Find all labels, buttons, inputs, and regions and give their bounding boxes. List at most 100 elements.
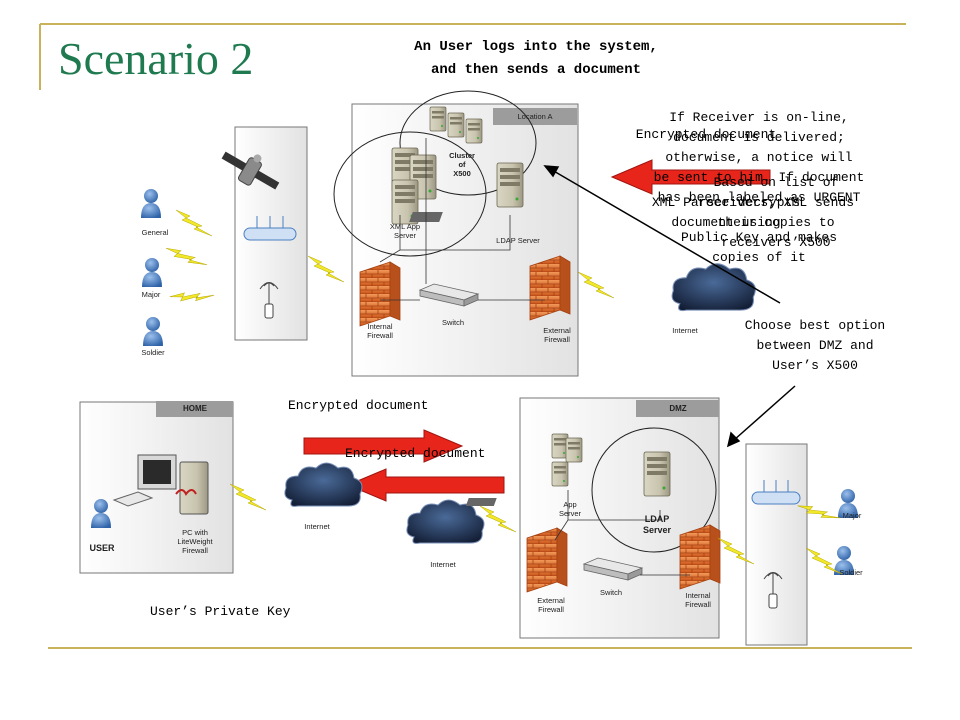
- dmz-external-firewall-icon: [526, 527, 568, 593]
- user-major-icon: [142, 258, 162, 287]
- encrypted-document-overlay: Encrypted document: [635, 127, 777, 142]
- dmz-ldap-server-label: LDAP Server: [632, 514, 682, 536]
- encrypted-document-label: Encrypted document: [345, 446, 486, 461]
- note-line: receivers, XML sends: [697, 195, 855, 210]
- user-soldier-icon: [143, 317, 163, 346]
- label-line: Server: [642, 525, 672, 535]
- note-line: document is delivered;: [673, 130, 845, 145]
- note-line: receivers’X500: [721, 235, 831, 250]
- based-on-list-note: Based on list of receivers, XML sends th…: [676, 173, 876, 253]
- ldap-server-label: LDAP Server: [496, 236, 540, 245]
- user-general-icon: [141, 189, 161, 218]
- label-line: Firewall: [685, 600, 711, 609]
- monitor-icon: [112, 454, 177, 507]
- internet-cloud-icon: [406, 499, 485, 544]
- external-firewall-label: External Firewall: [532, 326, 582, 344]
- home-user-label: USER: [89, 543, 115, 553]
- label-line: Internal: [685, 591, 711, 600]
- note-line: has been labeled as URGENT: [657, 190, 861, 205]
- location-a-tab: [493, 108, 577, 125]
- label-line: Server: [558, 509, 582, 518]
- location-a-label: Location A: [517, 112, 553, 121]
- user-major-label: Major: [141, 290, 161, 299]
- right-rack-box: [745, 443, 808, 646]
- wireless-bolt-icon: [169, 274, 215, 318]
- label-line: Firewall: [367, 331, 393, 340]
- user-soldier-label: Soldier: [141, 348, 165, 357]
- label-line: Cluster: [449, 151, 475, 160]
- label-line: Firewall: [182, 546, 208, 555]
- right-hub-icon: [751, 480, 801, 505]
- xml-server-circle: [333, 131, 487, 257]
- dmz-tab: [636, 400, 719, 417]
- note-line: copies of it: [712, 250, 806, 265]
- dmz-external-firewall-label: External Firewall: [526, 596, 576, 614]
- private-key-label: User’s Private Key: [150, 604, 291, 619]
- dmz-internal-firewall-icon: [679, 524, 721, 590]
- satellite-icon: [221, 151, 280, 190]
- cluster-circle: [399, 90, 537, 196]
- note-line: be sent to him. If document: [653, 170, 865, 185]
- note-line: document using: [671, 215, 781, 230]
- internal-firewall-icon: [359, 261, 401, 327]
- label-line: XML App: [389, 222, 421, 231]
- wireless-bolt-icon: [165, 239, 208, 274]
- pc-icon: [175, 461, 209, 515]
- cluster-label: Cluster of X500: [440, 151, 484, 178]
- right-arrow-icon: [303, 429, 464, 463]
- right-user-soldier-label: Soldier: [839, 568, 863, 577]
- dmz-ldap-server-icon: [465, 451, 671, 506]
- location-a-box: [351, 103, 579, 377]
- dmz-switch-label: Switch: [599, 588, 623, 597]
- label-line: Firewall: [538, 605, 564, 614]
- label-line: Firewall: [544, 335, 570, 344]
- label-line: External: [537, 596, 565, 605]
- internet-label: Internet: [430, 560, 456, 569]
- note-line: If Receiver is on-line,: [669, 110, 849, 125]
- note-line: Based on list of: [713, 175, 839, 190]
- label-line: PC with: [182, 528, 208, 537]
- page-title: Scenario 2: [58, 33, 254, 84]
- label-line: App: [563, 500, 577, 509]
- wireless-bolt-icon: [307, 255, 345, 283]
- dmz-internal-firewall-label: Internal Firewall: [674, 591, 722, 609]
- right-user-major-label: Major: [842, 511, 862, 520]
- left-arrow-icon: [610, 159, 771, 195]
- note-line: otherwise, a notice will: [665, 150, 853, 165]
- wireless-bolt-icon: [577, 271, 615, 299]
- switch-label: Switch: [441, 318, 465, 327]
- hub-icon: [243, 216, 297, 241]
- ldap-circle: [591, 427, 717, 553]
- home-tab: [156, 401, 233, 417]
- note-line: User’s X500: [772, 358, 858, 373]
- choose-best-note: Choose best option between DMZ and User’…: [730, 316, 900, 376]
- wireless-bolt-icon: [175, 209, 213, 237]
- internet-cloud-icon: [671, 263, 756, 312]
- user-general-label: General: [141, 228, 169, 237]
- note-line: their copies to: [717, 215, 835, 230]
- label-line: X500: [453, 169, 471, 178]
- label-line: LDAP: [644, 514, 670, 524]
- network-links: [379, 138, 545, 301]
- slide-frame: [39, 23, 912, 649]
- encrypted-document-label: Encrypted document: [288, 398, 429, 413]
- internet-label: Internet: [304, 522, 330, 531]
- note-line: XML Parser decrypts: [651, 195, 801, 210]
- label-line: External: [543, 326, 571, 335]
- external-firewall-icon: [529, 255, 571, 321]
- pointer-arrows: [543, 165, 796, 448]
- label-line: of: [458, 160, 466, 169]
- left-arrow-icon: [346, 468, 505, 502]
- note-line: Choose best option: [744, 318, 886, 333]
- wireless-bolt-icon: [479, 505, 517, 533]
- note-line: between DMZ and: [756, 338, 874, 353]
- internet-label: Internet: [672, 326, 698, 335]
- dmz-label: DMZ: [669, 404, 687, 413]
- xml-app-server-label: XML App Server: [380, 222, 430, 240]
- dmz-app-server-label: App Server: [548, 500, 592, 518]
- wireless-bolt-icon: [229, 483, 267, 511]
- receiver-online-note: If Receiver is on-line, document is deli…: [628, 108, 890, 268]
- label-line: Server: [393, 231, 417, 240]
- subtitle-line: An User logs into the system,: [414, 39, 658, 55]
